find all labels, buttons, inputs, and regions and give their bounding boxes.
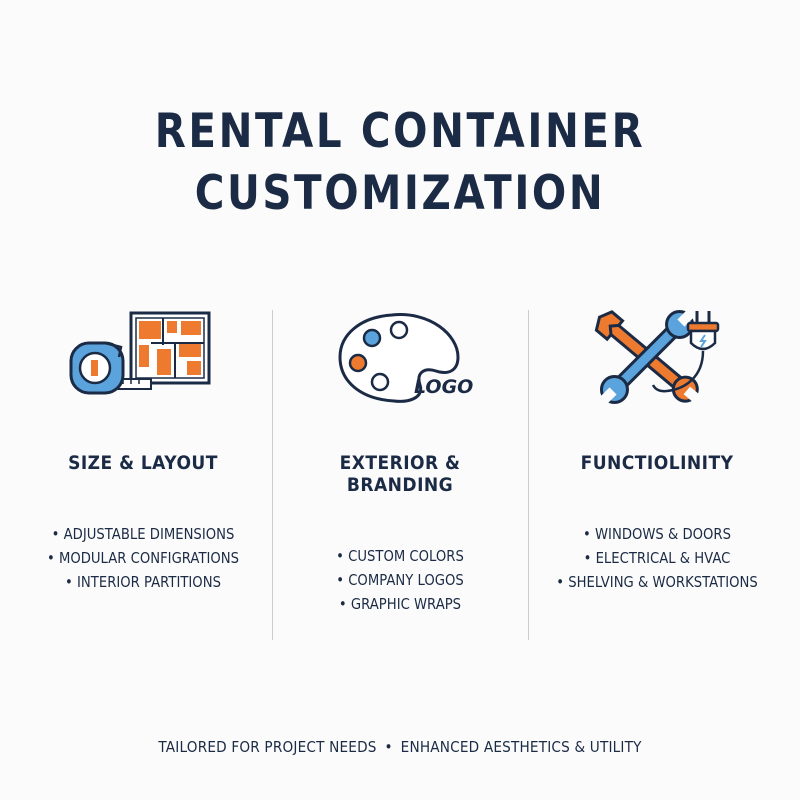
- column-heading: FUNCTIOLINITY: [580, 452, 734, 474]
- list-item: GRAPHIC WRAPS: [286, 592, 513, 616]
- title-line-2: CUSTOMIZATION: [194, 166, 606, 222]
- wrenches-plug-icon: [594, 309, 720, 405]
- column-heading: EXTERIOR & BRANDING: [339, 452, 461, 496]
- title-line-1: RENTAL CONTAINER: [154, 104, 646, 160]
- list-item: WINDOWS & DOORS: [543, 522, 770, 546]
- footer-tagline: TAILORED FOR PROJECT NEEDS • ENHANCED AEST…: [48, 738, 752, 756]
- list-item: INTERIOR PARTITIONS: [29, 570, 256, 594]
- footer-left: TAILORED FOR PROJECT NEEDS: [158, 738, 377, 756]
- column-divider: [272, 310, 273, 640]
- column-size-layout: SIZE & LAYOUT ADJUSTABLE DIMENSIONS MODU…: [14, 300, 272, 594]
- list-item: COMPANY LOGOS: [286, 568, 513, 592]
- page-title: RENTAL CONTAINER CUSTOMIZATION: [56, 101, 744, 225]
- column-divider: [528, 310, 529, 640]
- list-item: SHELVING & WORKSTATIONS: [543, 570, 770, 594]
- feature-list: ADJUSTABLE DIMENSIONS MODULAR CONFIGRATI…: [29, 522, 256, 594]
- list-item: CUSTOM COLORS: [286, 544, 513, 568]
- list-item: MODULAR CONFIGRATIONS: [29, 546, 256, 570]
- feature-list: WINDOWS & DOORS ELECTRICAL & HVAC SHELVI…: [543, 522, 770, 594]
- column-heading: SIZE & LAYOUT: [68, 452, 218, 474]
- paint-palette-icon: LOGO: [338, 313, 473, 403]
- tape-measure-floorplan-icon: [69, 311, 211, 395]
- footer-right: ENHANCED AESTHETICS & UTILITY: [400, 738, 642, 756]
- logo-label: LOGO: [414, 376, 473, 398]
- footer-separator: •: [384, 738, 393, 756]
- column-functionality: FUNCTIOLINITY WINDOWS & DOORS ELECTRICAL…: [528, 300, 786, 594]
- feature-list: CUSTOM COLORS COMPANY LOGOS GRAPHIC WRAP…: [286, 544, 513, 616]
- column-exterior-branding: LOGO EXTERIOR & BRANDING CUSTOM COLORS C…: [271, 300, 529, 616]
- list-item: ADJUSTABLE DIMENSIONS: [29, 522, 256, 546]
- list-item: ELECTRICAL & HVAC: [543, 546, 770, 570]
